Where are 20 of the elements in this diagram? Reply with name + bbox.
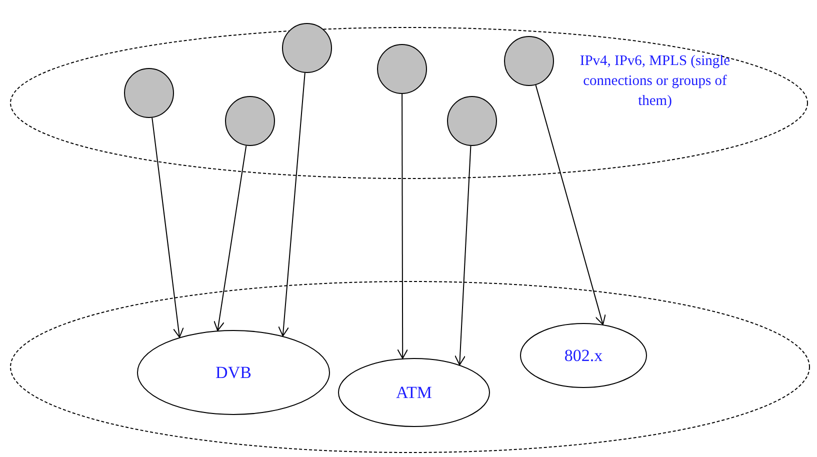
- arrow: [152, 117, 184, 338]
- node-label: DVB: [216, 362, 252, 384]
- arrow: [214, 145, 247, 332]
- circle-node: [447, 96, 497, 146]
- circle-node: [504, 36, 554, 86]
- circle-node: [225, 96, 275, 146]
- ellipse-node: [338, 358, 490, 427]
- ellipse-node: [137, 330, 330, 415]
- node-label: IPv4, IPv6, MPLS (single connections or groups of them): [578, 52, 732, 111]
- dashed-ellipse: [10, 281, 810, 453]
- node-label: 802.x: [564, 344, 603, 366]
- circle-node: [124, 68, 174, 118]
- arrow: [397, 94, 408, 359]
- circle-node: [377, 44, 427, 94]
- ellipse-node: [520, 323, 647, 388]
- arrow: [535, 84, 606, 326]
- circle-node: [282, 23, 332, 73]
- arrow: [454, 145, 472, 366]
- node-label: ATM: [396, 382, 432, 404]
- arrow: [278, 72, 306, 336]
